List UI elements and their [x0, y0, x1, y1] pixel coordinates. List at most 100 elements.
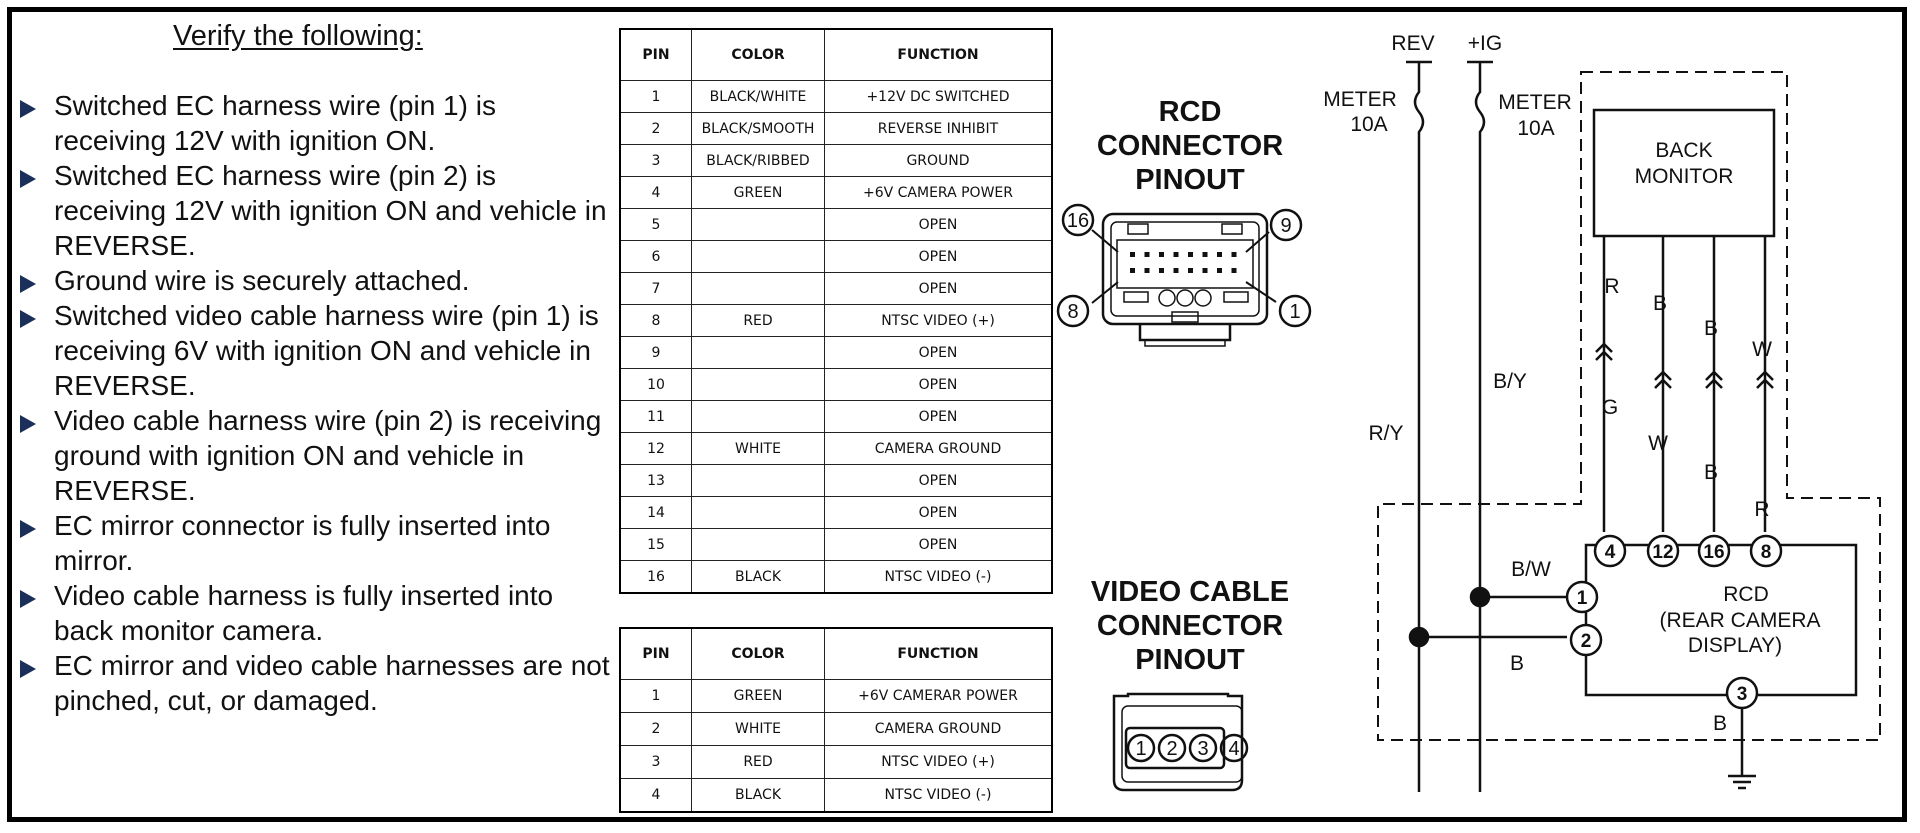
function-cell: NTSC VIDEO (-)	[824, 778, 1053, 813]
color-cell: RED	[691, 304, 825, 337]
color-cell: BLACK/RIBBED	[691, 144, 825, 177]
pin-cell: 1	[619, 679, 692, 713]
column-header-color: COLOR	[691, 28, 825, 81]
fuse-right-label-line1: METER	[1498, 91, 1572, 114]
rcd-pin-16: 16	[1703, 542, 1724, 563]
rcd-label-line1: RCD	[1723, 583, 1769, 606]
video-cable-connector-pinout-title: VIDEO CABLE CONNECTOR PINOUT	[1090, 576, 1290, 676]
rcd-pin-3: 3	[1737, 684, 1748, 705]
function-cell: GROUND	[824, 144, 1053, 177]
pin-cell: 7	[619, 272, 692, 305]
triangle-bullet-icon	[20, 310, 36, 328]
column-header-pin: PIN	[619, 28, 692, 81]
fuse-left-label-line1: METER	[1323, 88, 1397, 111]
video-cable-connector-illustration	[1112, 692, 1249, 792]
wire-label-low-r: R	[1754, 498, 1769, 521]
triangle-bullet-icon	[20, 170, 36, 188]
color-cell: BLACK/SMOOTH	[691, 112, 825, 145]
wire-label-low-b: B	[1704, 461, 1718, 484]
rcd-pin-socket	[1144, 252, 1150, 257]
ig-label: +IG	[1468, 32, 1502, 55]
wire-label-top-b2: B	[1704, 317, 1718, 340]
back-monitor-label-line2: MONITOR	[1635, 165, 1734, 188]
rcd-pin-socket	[1217, 268, 1222, 273]
checklist-item: EC mirror connector is fully inserted in…	[20, 508, 610, 578]
fuse-left-label-line2: 10A	[1350, 113, 1387, 136]
wire-label-low-w: W	[1648, 432, 1668, 455]
checklist-item: Switched EC harness wire (pin 2) is rece…	[20, 158, 610, 263]
color-cell	[691, 400, 825, 433]
triangle-bullet-icon	[20, 100, 36, 118]
column-header-color: COLOR	[691, 627, 825, 680]
triangle-bullet-icon	[20, 275, 36, 293]
checklist: Switched EC harness wire (pin 1) is rece…	[20, 88, 610, 718]
function-cell: NTSC VIDEO (+)	[824, 745, 1053, 779]
function-cell: OPEN	[824, 528, 1053, 561]
video-pin-1: 1	[1135, 738, 1146, 760]
checklist-item: Video cable harness is fully inserted in…	[20, 578, 610, 648]
table-header-row: PIN COLOR FUNCTION	[619, 28, 1053, 81]
color-cell: BLACK/WHITE	[691, 80, 825, 113]
checklist-item: Video cable harness wire (pin 2) is rece…	[20, 403, 610, 508]
function-cell: +12V DC SWITCHED	[824, 80, 1053, 113]
rcd-callout-16: 16	[1067, 210, 1089, 232]
color-cell	[691, 336, 825, 369]
rcd-connector-pinout-title: RCD CONNECTOR PINOUT	[1096, 96, 1284, 196]
rcd-pin-socket	[1144, 268, 1150, 273]
function-cell: +6V CAMERAR POWER	[824, 679, 1053, 713]
back-monitor-label-line1: BACK	[1655, 139, 1712, 162]
wire-label-top-w: W	[1752, 338, 1772, 361]
rcd-pin-socket	[1231, 252, 1237, 257]
table-header-row: PIN COLOR FUNCTION	[619, 627, 1053, 680]
rcd-pin-socket	[1173, 268, 1179, 273]
column-header-function: FUNCTION	[824, 627, 1053, 680]
color-cell: WHITE	[691, 432, 825, 465]
checklist-title: Verify the following:	[173, 20, 423, 52]
rcd-callout-1: 1	[1289, 301, 1300, 323]
wire-label-r-y: R/Y	[1368, 422, 1403, 445]
rcd-callout-9: 9	[1280, 215, 1291, 237]
color-cell: RED	[691, 745, 825, 779]
rcd-pin-socket	[1159, 252, 1164, 257]
function-cell: OPEN	[824, 208, 1053, 241]
checklist-item: Switched video cable harness wire (pin 1…	[20, 298, 610, 403]
pin-cell: 8	[619, 304, 692, 337]
wire-label-b-ground: B	[1713, 712, 1727, 735]
color-cell: BLACK	[691, 778, 825, 813]
video-pin-2: 2	[1166, 738, 1177, 760]
rcd-pin-socket	[1188, 252, 1193, 257]
color-cell	[691, 368, 825, 401]
color-cell: GREEN	[691, 679, 825, 713]
function-cell: OPEN	[824, 336, 1053, 369]
wiring-schematic	[1377, 60, 1881, 792]
rcd-pin-1: 1	[1577, 588, 1588, 609]
rcd-pin-8: 8	[1761, 542, 1772, 563]
pin-cell: 10	[619, 368, 692, 401]
pin-cell: 3	[619, 144, 692, 177]
color-cell	[691, 240, 825, 273]
column-header-function: FUNCTION	[824, 28, 1053, 81]
checklist-item: Ground wire is securely attached.	[20, 263, 610, 298]
function-cell: CAMERA GROUND	[824, 712, 1053, 746]
triangle-bullet-icon	[20, 520, 36, 538]
pin-cell: 4	[619, 778, 692, 813]
wire-label-b-y: B/Y	[1493, 370, 1527, 393]
rcd-pin-socket	[1202, 268, 1208, 273]
color-cell: WHITE	[691, 712, 825, 746]
function-cell: OPEN	[824, 240, 1053, 273]
wire-label-b-pin2: B	[1510, 652, 1524, 675]
